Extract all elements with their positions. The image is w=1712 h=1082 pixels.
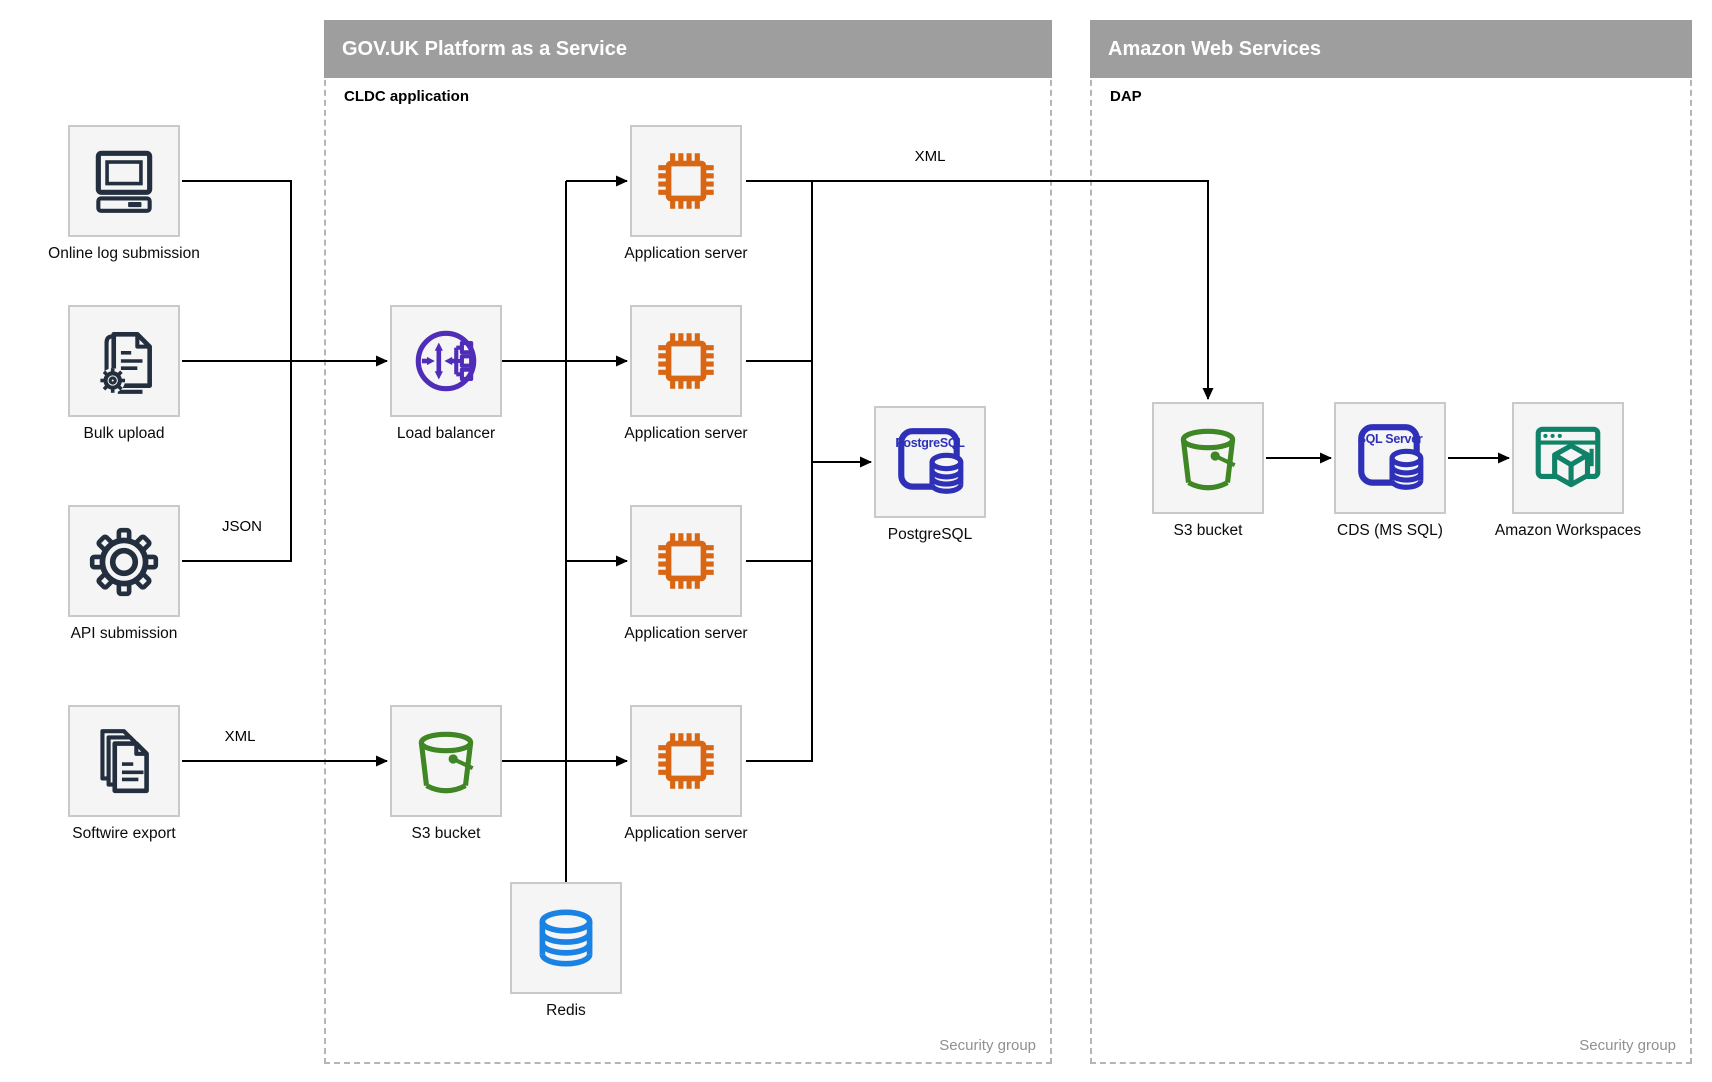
edge-label-xml-top: XML (914, 148, 946, 165)
node-label: S3 bucket (411, 825, 481, 842)
node-bulk-upload: Bulk upload (68, 305, 180, 442)
paas-header: GOV.UK Platform as a Service (324, 20, 1052, 78)
node-label: Application server (624, 625, 748, 642)
node-softwire-export: Softwire export (68, 705, 180, 842)
chip-icon (658, 153, 714, 209)
node-label: Amazon Workspaces (1494, 522, 1642, 539)
document-gear-icon (100, 332, 152, 394)
node-label: Online log submission (48, 245, 200, 262)
paas-security-group-label: Security group (939, 1037, 1036, 1054)
gear-icon (89, 527, 159, 597)
database-cylinder-icon (539, 909, 593, 967)
node-label: PostgreSQL (887, 526, 973, 543)
node-application-server-3: Application server (624, 505, 748, 642)
node-api-submission: API submission (68, 505, 180, 642)
node-application-server-4: Application server (624, 705, 748, 842)
node-postgresql: PostgreSQL PostgreSQL (874, 406, 986, 543)
node-label: API submission (70, 625, 178, 642)
node-s3-bucket-paas: S3 bucket (390, 705, 502, 842)
aws-container: Amazon Web Services DAP Security group (1090, 20, 1692, 1064)
database-badge-icon (898, 428, 964, 494)
node-s3-bucket-aws: S3 bucket (1152, 402, 1264, 539)
node-label: S3 bucket (1173, 522, 1243, 539)
node-amazon-workspaces: Amazon Workspaces (1495, 402, 1641, 539)
postgresql-badge-text: PostgreSQL (895, 436, 965, 450)
documents-stack-icon (100, 729, 149, 794)
node-label: Redis (546, 1002, 586, 1019)
paas-container: GOV.UK Platform as a Service CLDC applic… (324, 20, 1052, 1064)
node-label: Application server (624, 245, 748, 262)
node-application-server-2: Application server (624, 305, 748, 442)
node-label: Load balancer (396, 425, 496, 442)
bucket-icon (1180, 428, 1236, 491)
aws-header: Amazon Web Services (1090, 20, 1692, 78)
aws-security-group-label: Security group (1579, 1037, 1676, 1054)
node-label: Softwire export (72, 825, 176, 842)
load-balancer-icon (415, 330, 477, 392)
node-label: Bulk upload (83, 425, 165, 442)
node-label: Application server (624, 825, 748, 842)
browser-cube-icon (1535, 426, 1601, 488)
chip-icon (658, 733, 714, 789)
bucket-icon (418, 731, 474, 794)
chip-icon (658, 333, 714, 389)
node-redis: Redis (510, 882, 622, 1019)
node-label: Application server (624, 425, 748, 442)
node-application-server-1: Application server (624, 125, 748, 262)
node-cds-ms-sql: SQL Server CDS (MS SQL) (1334, 402, 1446, 539)
aws-sublabel: DAP (1110, 88, 1142, 105)
node-label: CDS (MS SQL) (1337, 522, 1443, 539)
edge-label-xml-softwire: XML (224, 728, 256, 745)
computer-icon (95, 150, 153, 213)
paas-sublabel: CLDC application (344, 88, 470, 105)
chip-icon (658, 533, 714, 589)
node-online-log-submission: Online log submission (48, 125, 200, 262)
database-badge-icon (1358, 424, 1424, 490)
node-load-balancer: Load balancer (390, 305, 502, 442)
edge-label-json: JSON (221, 518, 262, 535)
sql-server-badge-text: SQL Server (1357, 432, 1423, 446)
